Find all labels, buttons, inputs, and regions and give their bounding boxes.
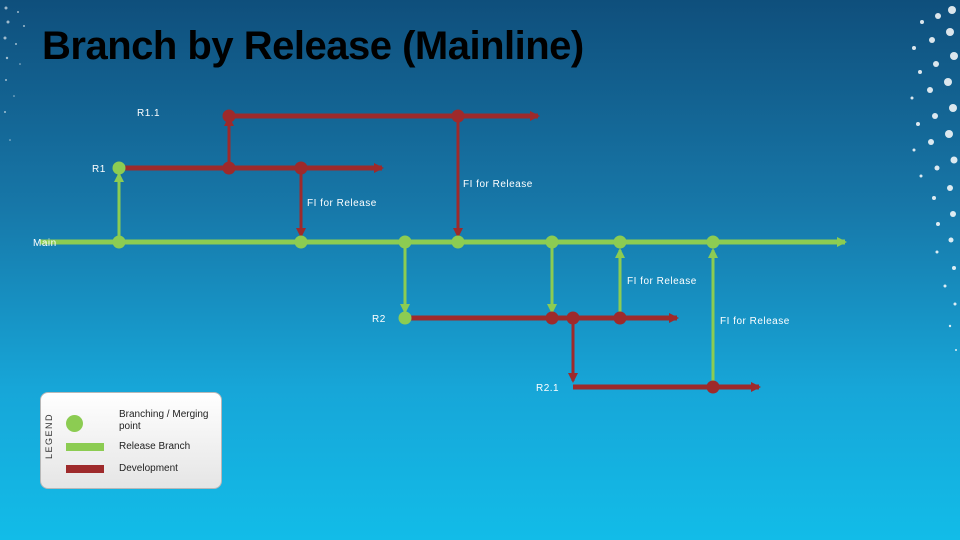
label-fi-4: FI for Release bbox=[720, 316, 790, 327]
legend-label-development: Development bbox=[119, 463, 178, 474]
branch-point bbox=[706, 235, 720, 249]
legend-red-bar-icon bbox=[66, 465, 104, 473]
merge-point bbox=[613, 311, 627, 325]
merge-point bbox=[706, 380, 720, 394]
legend-title: LEGEND bbox=[44, 413, 54, 460]
branch-point bbox=[398, 311, 412, 325]
merge-point bbox=[222, 109, 236, 123]
decorative-dot-pattern bbox=[910, 6, 958, 351]
branch-point bbox=[398, 235, 412, 249]
branch-point bbox=[112, 235, 126, 249]
label-r2: R2 bbox=[372, 314, 386, 325]
branch-point bbox=[294, 235, 308, 249]
legend-circle-icon bbox=[66, 415, 83, 432]
merge-point bbox=[451, 109, 465, 123]
legend-box: LEGEND Branching / Merging point Release… bbox=[40, 392, 222, 489]
merge-point bbox=[294, 161, 308, 175]
decorative-dot-pattern-left bbox=[3, 6, 25, 141]
legend-label-branching: Branching / Merging point bbox=[119, 409, 209, 432]
label-fi-3: FI for Release bbox=[627, 276, 697, 287]
merge-point bbox=[566, 311, 580, 325]
legend-label-release: Release Branch bbox=[119, 441, 191, 452]
page-title: Branch by Release (Mainline) bbox=[42, 24, 584, 68]
label-main: Main bbox=[33, 238, 57, 249]
merge-point bbox=[222, 161, 236, 175]
merge-point bbox=[545, 311, 559, 325]
label-fi-2: FI for Release bbox=[307, 198, 377, 209]
label-fi-1: FI for Release bbox=[463, 179, 533, 190]
branch-point bbox=[545, 235, 559, 249]
branch-point bbox=[451, 235, 465, 249]
branch-point bbox=[613, 235, 627, 249]
label-r21: R2.1 bbox=[536, 383, 559, 394]
label-r11: R1.1 bbox=[137, 108, 160, 119]
legend-green-bar-icon bbox=[66, 443, 104, 451]
branch-point bbox=[112, 161, 126, 175]
label-r1: R1 bbox=[92, 164, 106, 175]
